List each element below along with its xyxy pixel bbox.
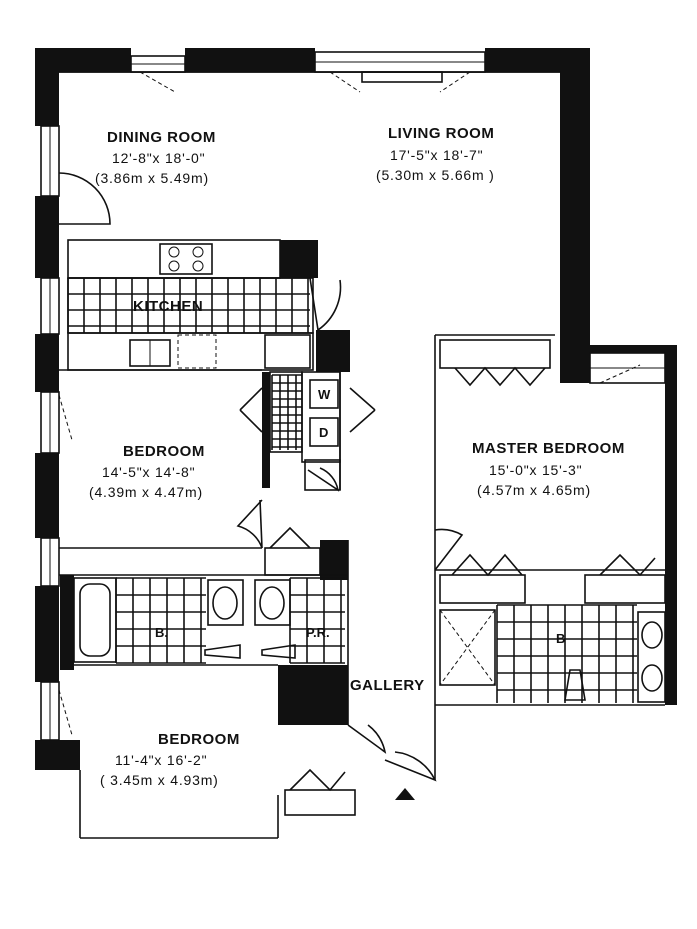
laundry: W D: [301, 371, 341, 463]
dining-room-dim-imperial: 12'-8"x 18'-0": [112, 150, 205, 166]
master-bedroom-dim-metric: (4.57m x 4.65m): [477, 482, 591, 498]
interior-walls: [58, 71, 665, 839]
washer-box: [309, 379, 339, 409]
living-room-name: LIVING ROOM: [388, 125, 494, 142]
bath-1-label: B.: [155, 625, 168, 640]
windows: [40, 51, 666, 741]
kitchen-name: KITCHEN: [133, 298, 203, 315]
exterior-walls: [35, 48, 677, 770]
living-room-dim-imperial: 17'-5"x 18'-7": [390, 147, 483, 163]
dryer-box: [309, 417, 339, 447]
bedroom-1-dim-imperial: 14'-5"x 14'-8": [102, 464, 195, 480]
gallery-name: GALLERY: [350, 677, 425, 694]
living-room-dim-metric: (5.30m x 5.66m ): [376, 167, 495, 183]
master-bedroom-dim-imperial: 15'-0"x 15'-3": [489, 462, 582, 478]
entry-arrow-icon: [395, 788, 415, 800]
powder-room-label: P.R.: [306, 625, 330, 640]
dining-room-name: DINING ROOM: [107, 129, 216, 146]
dining-room-dim-metric: (3.86m x 5.49m): [95, 170, 209, 186]
tile-grids: [67, 277, 637, 703]
kitchen-layout: [67, 239, 314, 371]
master-bedroom-name: MASTER BEDROOM: [472, 440, 625, 457]
bedroom-1-dim-metric: (4.39m x 4.47m): [89, 484, 203, 500]
room-labels: DINING ROOM 12'-8"x 18'-0" (3.86m x 5.49…: [89, 125, 625, 788]
bedroom-2-dim-imperial: 11'-4"x 16'-2": [115, 752, 207, 768]
washer-label: W: [318, 387, 331, 402]
bedroom-2-name: BEDROOM: [158, 731, 240, 748]
bath-2-label: B: [556, 631, 565, 646]
bedroom-1-name: BEDROOM: [123, 443, 205, 460]
bathrooms: [73, 577, 666, 703]
dryer-label: D: [319, 425, 328, 440]
closets: [264, 339, 666, 816]
doors: [58, 172, 464, 782]
bedroom-2-dim-metric: ( 3.45m x 4.93m): [100, 772, 219, 788]
